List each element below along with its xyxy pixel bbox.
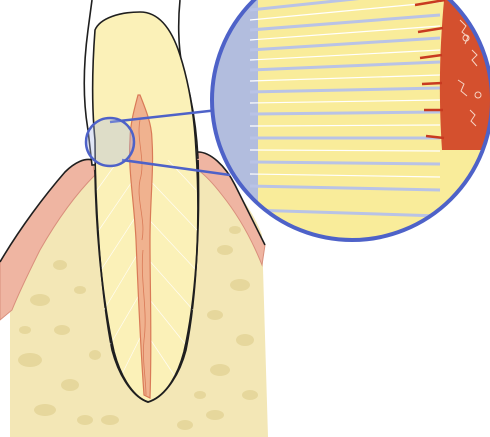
magnified-pulp-zone — [440, 0, 490, 150]
small-magnifier-ring — [86, 118, 134, 166]
